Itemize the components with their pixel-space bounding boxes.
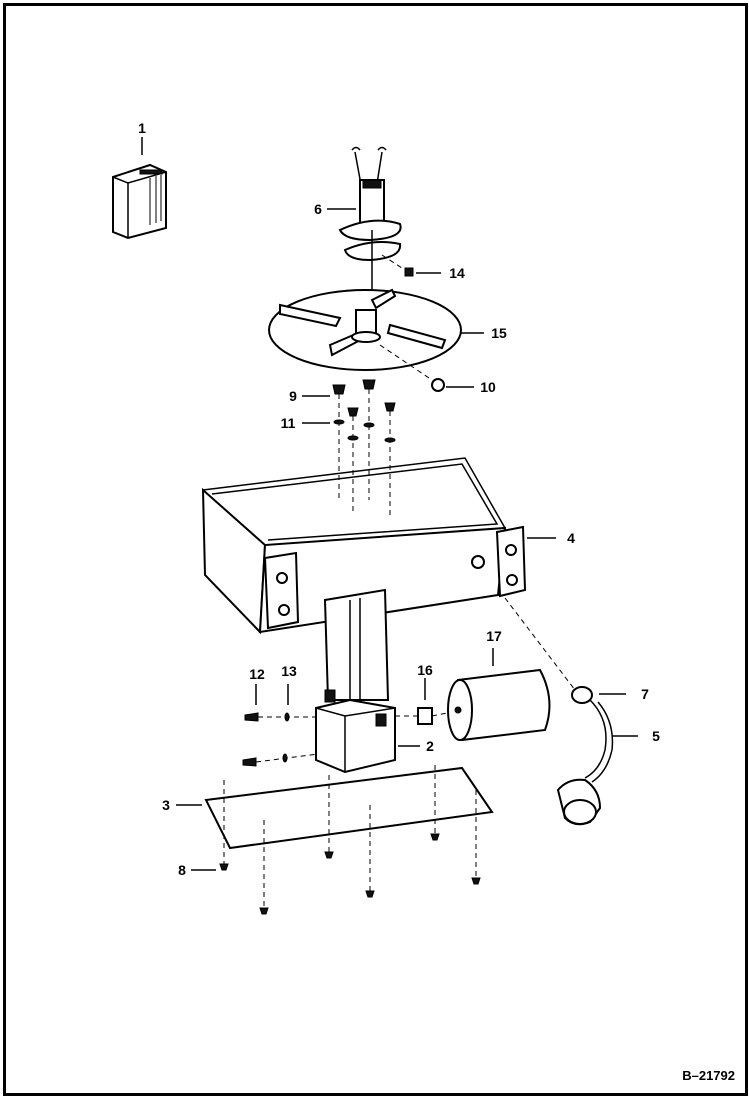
part-2-gearbox [315, 689, 396, 774]
callout-11: 11 [281, 415, 296, 431]
callout-12: 12 [249, 666, 265, 682]
callout-14: 14 [449, 265, 465, 281]
callout-5: 5 [652, 728, 660, 744]
part-17-motor [447, 668, 551, 742]
leader-lines [141, 137, 638, 871]
callout-9: 9 [289, 388, 297, 404]
diagram-frame [3, 3, 748, 1096]
callout-15: 15 [491, 325, 507, 341]
callout-8: 8 [178, 862, 186, 878]
parts-9-11-bolts-washers [332, 379, 396, 515]
parts-5-7-harness [504, 597, 614, 826]
part-8-screws [219, 780, 481, 915]
part-16-coupler [395, 707, 453, 725]
callout-4: 4 [567, 530, 575, 546]
callout-10: 10 [480, 379, 496, 395]
part-4-hopper-tray [201, 457, 527, 635]
callout-16: 16 [417, 662, 433, 678]
callout-7: 7 [641, 686, 649, 702]
callout-17: 17 [486, 628, 502, 644]
callout-13: 13 [281, 663, 297, 679]
part-15-spinner-disc [268, 288, 462, 371]
callout-1: 1 [138, 120, 146, 136]
callout-3: 3 [162, 797, 170, 813]
parts-12-13-bolts [242, 712, 319, 767]
callout-2: 2 [426, 738, 434, 754]
callout-6: 6 [314, 201, 322, 217]
part-1-kit-box [112, 163, 167, 240]
part-14-screw [381, 254, 414, 277]
part-6-agitator-shaft [338, 146, 402, 300]
part-10-nut [379, 344, 445, 392]
support-column [323, 588, 390, 701]
figure-id: B–21792 [682, 1068, 735, 1083]
part-3-base-plate [204, 765, 494, 859]
